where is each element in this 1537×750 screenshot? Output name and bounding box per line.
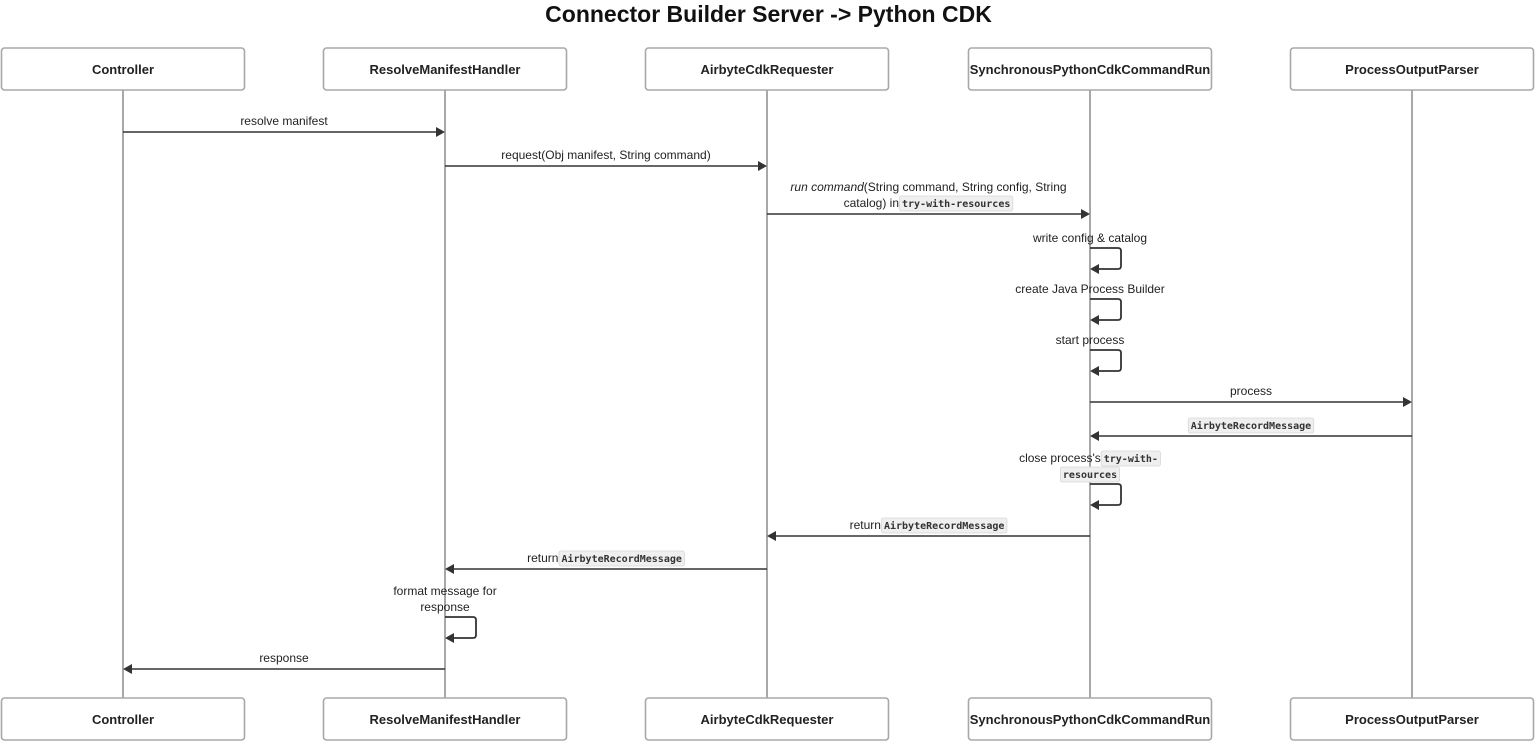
message-return-airbyterecordmessage: return AirbyteRecordMessage (445, 550, 767, 574)
code-badge (1060, 466, 1120, 483)
self-loop (1090, 349, 1122, 372)
code-text: AirbyteRecordMessage (561, 553, 681, 565)
actor-resolve-bottom: ResolveManifestHandler (322, 697, 568, 741)
diagram-title: Connector Builder Server -> Python CDK (545, 1, 992, 27)
message-text: run command (790, 180, 864, 194)
actor-box (644, 697, 890, 741)
message-text: catalog) in (844, 196, 899, 210)
message-resolve-manifest: resolve manifest (123, 114, 445, 137)
message-text: create Java Process Builder (1015, 282, 1164, 296)
arrowhead (436, 127, 445, 137)
actor-box (1289, 47, 1535, 91)
actor-box (644, 47, 890, 91)
message-format-message-for-response: format message for response (393, 584, 497, 643)
self-loop (445, 616, 477, 639)
arrowhead (1090, 431, 1099, 441)
actor-label: ResolveManifestHandler (370, 712, 521, 727)
actor-label: ProcessOutputParser (1345, 712, 1479, 727)
message-text: write config & catalog (1032, 231, 1147, 245)
code-text: try-with-resources (902, 198, 1010, 210)
arrowhead (1090, 264, 1099, 274)
arrowhead (767, 531, 776, 541)
code-text: try-with- (1104, 453, 1158, 465)
arrowhead (1090, 366, 1099, 376)
actor-label: ResolveManifestHandler (370, 62, 521, 77)
actor-runner-bottom: SynchronousPythonCdkCommandRun (967, 697, 1213, 741)
actor-label: Controller (92, 62, 154, 77)
actor-requester-top: AirbyteCdkRequester (644, 47, 890, 91)
actor-label: SynchronousPythonCdkCommandRun (970, 62, 1211, 77)
actor-resolve-top: ResolveManifestHandler (322, 47, 568, 91)
self-loop (1090, 483, 1122, 506)
actor-controller-bottom: Controller (0, 697, 246, 741)
message-text: resolve manifest (240, 114, 328, 128)
actor-controller-top: Controller (0, 47, 246, 91)
message-response: response (123, 651, 445, 674)
message-return-airbyterecordmessage: return AirbyteRecordMessage (767, 517, 1090, 541)
actor-box (322, 697, 568, 741)
actor-label: Controller (92, 712, 154, 727)
actor-label: ProcessOutputParser (1345, 62, 1479, 77)
actor-label: SynchronousPythonCdkCommandRun (970, 712, 1211, 727)
code-badge (899, 195, 1014, 212)
message-text: process (1230, 384, 1272, 398)
message-text: close process's (1019, 451, 1101, 465)
code-badge (1100, 450, 1161, 467)
code-text: AirbyteRecordMessage (884, 520, 1004, 532)
actor-parser-top: ProcessOutputParser (1289, 47, 1535, 91)
arrowhead (1403, 397, 1412, 407)
code-badge (881, 517, 1008, 534)
actor-box (0, 47, 246, 91)
message-run-command-string-command-string-config-string-catalog-in-try-with-resources: run command (String command, String conf… (767, 180, 1090, 219)
actor-parser-bottom: ProcessOutputParser (1289, 697, 1535, 741)
message-text: start process (1056, 333, 1125, 347)
arrowhead (445, 633, 454, 643)
self-loop (1090, 298, 1122, 321)
actor-box (1289, 697, 1535, 741)
actor-requester-bottom: AirbyteCdkRequester (644, 697, 890, 741)
arrowhead (1081, 209, 1090, 219)
arrowhead (123, 664, 132, 674)
message-request-obj-manifest-string-command: request(Obj manifest, String command) (445, 148, 767, 171)
message-text: return (527, 551, 558, 565)
code-text: resources (1063, 470, 1117, 481)
arrowhead (1090, 500, 1099, 510)
self-loop (1090, 247, 1122, 270)
message-text: response (259, 651, 309, 665)
message-text: response (420, 600, 470, 614)
message-start-process: start process (1056, 333, 1125, 376)
actor-runner-top: SynchronousPythonCdkCommandRun (967, 47, 1213, 91)
actor-label: AirbyteCdkRequester (701, 62, 834, 77)
message-text: request(Obj manifest, String command) (501, 148, 710, 162)
message-process: process (1090, 384, 1412, 407)
message-text: format message for (393, 584, 496, 598)
message-close-process-s-try-with-resources: close process's try-with-resources (1019, 450, 1161, 510)
code-badge (1187, 417, 1315, 434)
actor-box (967, 47, 1213, 91)
message-create-java-process-builder: create Java Process Builder (1015, 282, 1165, 325)
arrowhead (445, 564, 454, 574)
arrowhead (1090, 315, 1099, 325)
actor-box (322, 47, 568, 91)
message-text: (String command, String config, String (864, 180, 1067, 194)
message-airbyterecordmessage: AirbyteRecordMessage (1090, 417, 1412, 441)
arrowhead (758, 161, 767, 171)
message-write-config-catalog: write config & catalog (1032, 231, 1147, 274)
actor-box (0, 697, 246, 741)
actor-label: AirbyteCdkRequester (701, 712, 834, 727)
code-badge (558, 550, 685, 567)
actor-box (967, 697, 1213, 741)
code-text: AirbyteRecordMessage (1191, 420, 1311, 432)
message-text: return (850, 518, 881, 532)
